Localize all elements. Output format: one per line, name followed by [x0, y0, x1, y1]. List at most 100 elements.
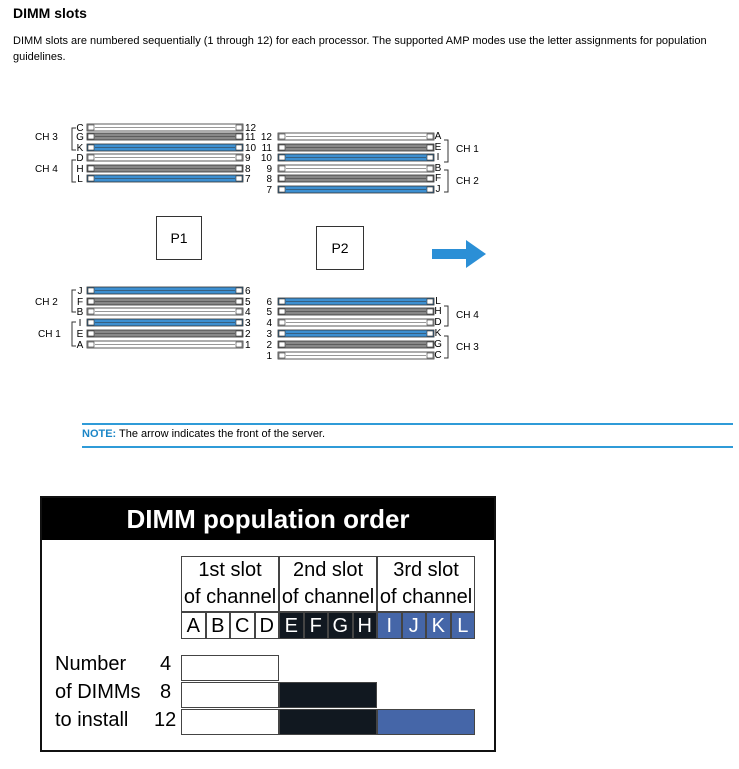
p1-lower-number-1: 1	[245, 340, 251, 351]
col-header-1st-line1: 1st slot	[198, 559, 262, 581]
p2-upper-number-10: 10	[261, 153, 273, 164]
cell-12-third	[377, 709, 475, 735]
cell-4-first	[181, 655, 279, 681]
p1-lower-letter-E: E	[77, 329, 84, 340]
p2-lower-slot-5-latch-right	[426, 308, 434, 315]
p2-upper-slot-10-latch-left	[278, 154, 286, 161]
slot-letter-F: F	[303, 612, 328, 639]
p1-upper-slot-12-latch-right	[235, 124, 243, 131]
p2-upper-letter-J: J	[436, 184, 441, 195]
p1-upper-slot-7-latch-left	[87, 175, 95, 182]
p1-lower-slot-1-latch-left	[87, 341, 95, 348]
intro-text: DIMM slots are numbered sequentially (1 …	[13, 35, 707, 63]
p1-upper-letter-D: D	[76, 153, 83, 164]
p2-upper-slot-8-latch-left	[278, 175, 286, 182]
p1-upper-number-12: 12	[245, 123, 257, 134]
row-value-12: 12	[154, 709, 177, 731]
p2-lower-number-2: 2	[266, 340, 272, 351]
p1-upper-slot-7-latch-right	[235, 175, 243, 182]
p1-upper-slot-11-latch-left	[87, 133, 95, 140]
p2-lower-slot-1-latch-right	[426, 352, 434, 359]
p2-upper-slot-9-latch-left	[278, 165, 286, 172]
p2-upper-ch2-bracket	[444, 169, 449, 193]
p1-lower-slot-1-latch-right	[235, 341, 243, 348]
p1-lower-slot-2-latch-right	[235, 330, 243, 337]
processor-p1-label: P1	[170, 230, 188, 246]
p1-lower-ch1-bracket	[71, 321, 76, 347]
p2-lower-ch3-label: CH 3	[456, 342, 479, 353]
p1-upper-number-7: 7	[245, 174, 251, 185]
p1-lower-ch2-label: CH 2	[35, 297, 58, 308]
p2-upper-letter-E: E	[435, 142, 442, 153]
p2-upper-letter-I: I	[437, 152, 440, 163]
p1-upper-slot-9-latch-right	[235, 154, 243, 161]
p1-upper-slot-11-latch-right	[235, 133, 243, 140]
p2-lower-ch3-bracket	[444, 335, 449, 359]
p1-upper-number-10: 10	[245, 143, 257, 154]
p2-lower-slot-6-latch-left	[278, 298, 286, 305]
row-label-to-install: to install	[55, 709, 129, 731]
p1-lower-number-2: 2	[245, 329, 251, 340]
cell-12-first	[181, 709, 279, 735]
p2-upper-letter-A: A	[435, 131, 442, 142]
p1-upper-slot-12-latch-left	[87, 124, 95, 131]
p2-upper-slot-11-latch-left	[278, 144, 286, 151]
p1-upper-letter-H: H	[76, 164, 83, 175]
p1-upper-ch3-label: CH 3	[35, 132, 58, 143]
row-label-of-dimms: of DIMMs	[55, 681, 141, 703]
p2-upper-number-7: 7	[266, 185, 272, 196]
p1-upper-slot-8-latch-right	[235, 165, 243, 172]
slot-letter-G: G	[328, 612, 353, 639]
p2-upper-ch1-bracket	[444, 139, 449, 163]
col-header-3rd-slot: 3rd slot of channel	[377, 556, 475, 612]
p2-upper-slot-12-latch-left	[278, 133, 286, 140]
p2-lower-slot-2-latch-left	[278, 341, 286, 348]
p1-upper-ch4-bracket	[71, 159, 76, 183]
population-title: DIMM population order	[42, 498, 494, 540]
p2-lower-letter-D: D	[434, 317, 441, 328]
slot-letter-E: E	[279, 612, 304, 639]
p1-lower-number-6: 6	[245, 286, 251, 297]
slot-letter-L: L	[450, 612, 475, 639]
cell-8-first	[181, 682, 279, 708]
p2-upper-slot-8-latch-right	[426, 175, 434, 182]
col-header-3rd-line2: of channel	[379, 586, 473, 608]
col-header-2nd-line2: of channel	[281, 586, 375, 608]
p2-lower-slot-2-latch-right	[426, 341, 434, 348]
section-title: DIMM slots	[13, 5, 87, 21]
p1-upper-number-11: 11	[245, 132, 256, 143]
slot-letter-J: J	[401, 612, 426, 639]
p1-upper-number-8: 8	[245, 164, 251, 175]
slot-letter-D: D	[254, 612, 279, 639]
processor-p1-box: P1	[156, 216, 202, 260]
p1-upper-letter-L: L	[77, 174, 83, 185]
p2-lower-ch4-bracket	[444, 305, 449, 327]
p1-lower-slot-2-latch-left	[87, 330, 95, 337]
p2-lower-slot-4-latch-left	[278, 319, 286, 326]
p1-lower-letter-A: A	[77, 340, 84, 351]
p2-lower-slot-5-latch-left	[278, 308, 286, 315]
p2-lower-letter-K: K	[435, 328, 442, 339]
note-text: The arrow indicates the front of the ser…	[119, 428, 326, 440]
p2-lower-number-1: 1	[266, 351, 272, 362]
col-header-1st-slot: 1st slot of channel	[181, 556, 279, 612]
p1-upper-ch4-label: CH 4	[35, 164, 58, 175]
p1-lower-slot-6-latch-right	[235, 287, 243, 294]
col-header-2nd-line1: 2nd slot	[292, 559, 364, 581]
p2-upper-number-9: 9	[266, 164, 272, 175]
p2-lower-ch4-label: CH 4	[456, 310, 479, 321]
p2-upper-number-8: 8	[266, 174, 272, 185]
p2-lower-number-5: 5	[266, 307, 272, 318]
p2-lower-slot-3-latch-right	[426, 330, 434, 337]
cell-8-second	[279, 682, 377, 708]
note-box: NOTE: The arrow indicates the front of t…	[82, 423, 733, 448]
slot-letter-H: H	[352, 612, 377, 639]
p1-lower-letter-B: B	[77, 307, 84, 318]
p1-lower-slot-3-latch-right	[235, 319, 243, 326]
slot-letter-B: B	[205, 612, 230, 639]
p1-upper-slot-10-latch-left	[87, 144, 95, 151]
p1-lower-slot-4-latch-right	[235, 308, 243, 315]
processor-p2-label: P2	[331, 240, 349, 256]
slot-letter-K: K	[426, 612, 451, 639]
row-label-number: Number	[55, 653, 127, 675]
